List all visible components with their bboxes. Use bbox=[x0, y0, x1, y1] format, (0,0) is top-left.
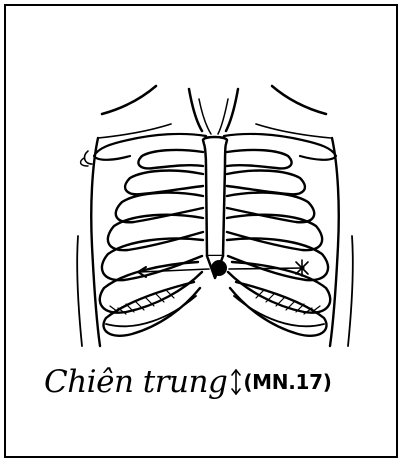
right-arrow-line bbox=[229, 268, 304, 269]
point-code: (MN.17) bbox=[243, 370, 331, 394]
figure-frame: Chiên trung (MN.17) bbox=[4, 4, 398, 458]
chien-trung-point bbox=[211, 260, 227, 276]
point-name: Chiên trung bbox=[44, 364, 227, 400]
sternum bbox=[203, 137, 227, 278]
point-caption: Chiên trung (MN.17) bbox=[44, 358, 332, 406]
neck bbox=[189, 89, 238, 134]
up-down-arrow-icon bbox=[230, 367, 242, 397]
shoulders bbox=[98, 86, 331, 138]
left-ribs bbox=[100, 150, 203, 336]
rib-cage-illustration bbox=[6, 6, 400, 356]
right-ribs bbox=[227, 150, 330, 336]
